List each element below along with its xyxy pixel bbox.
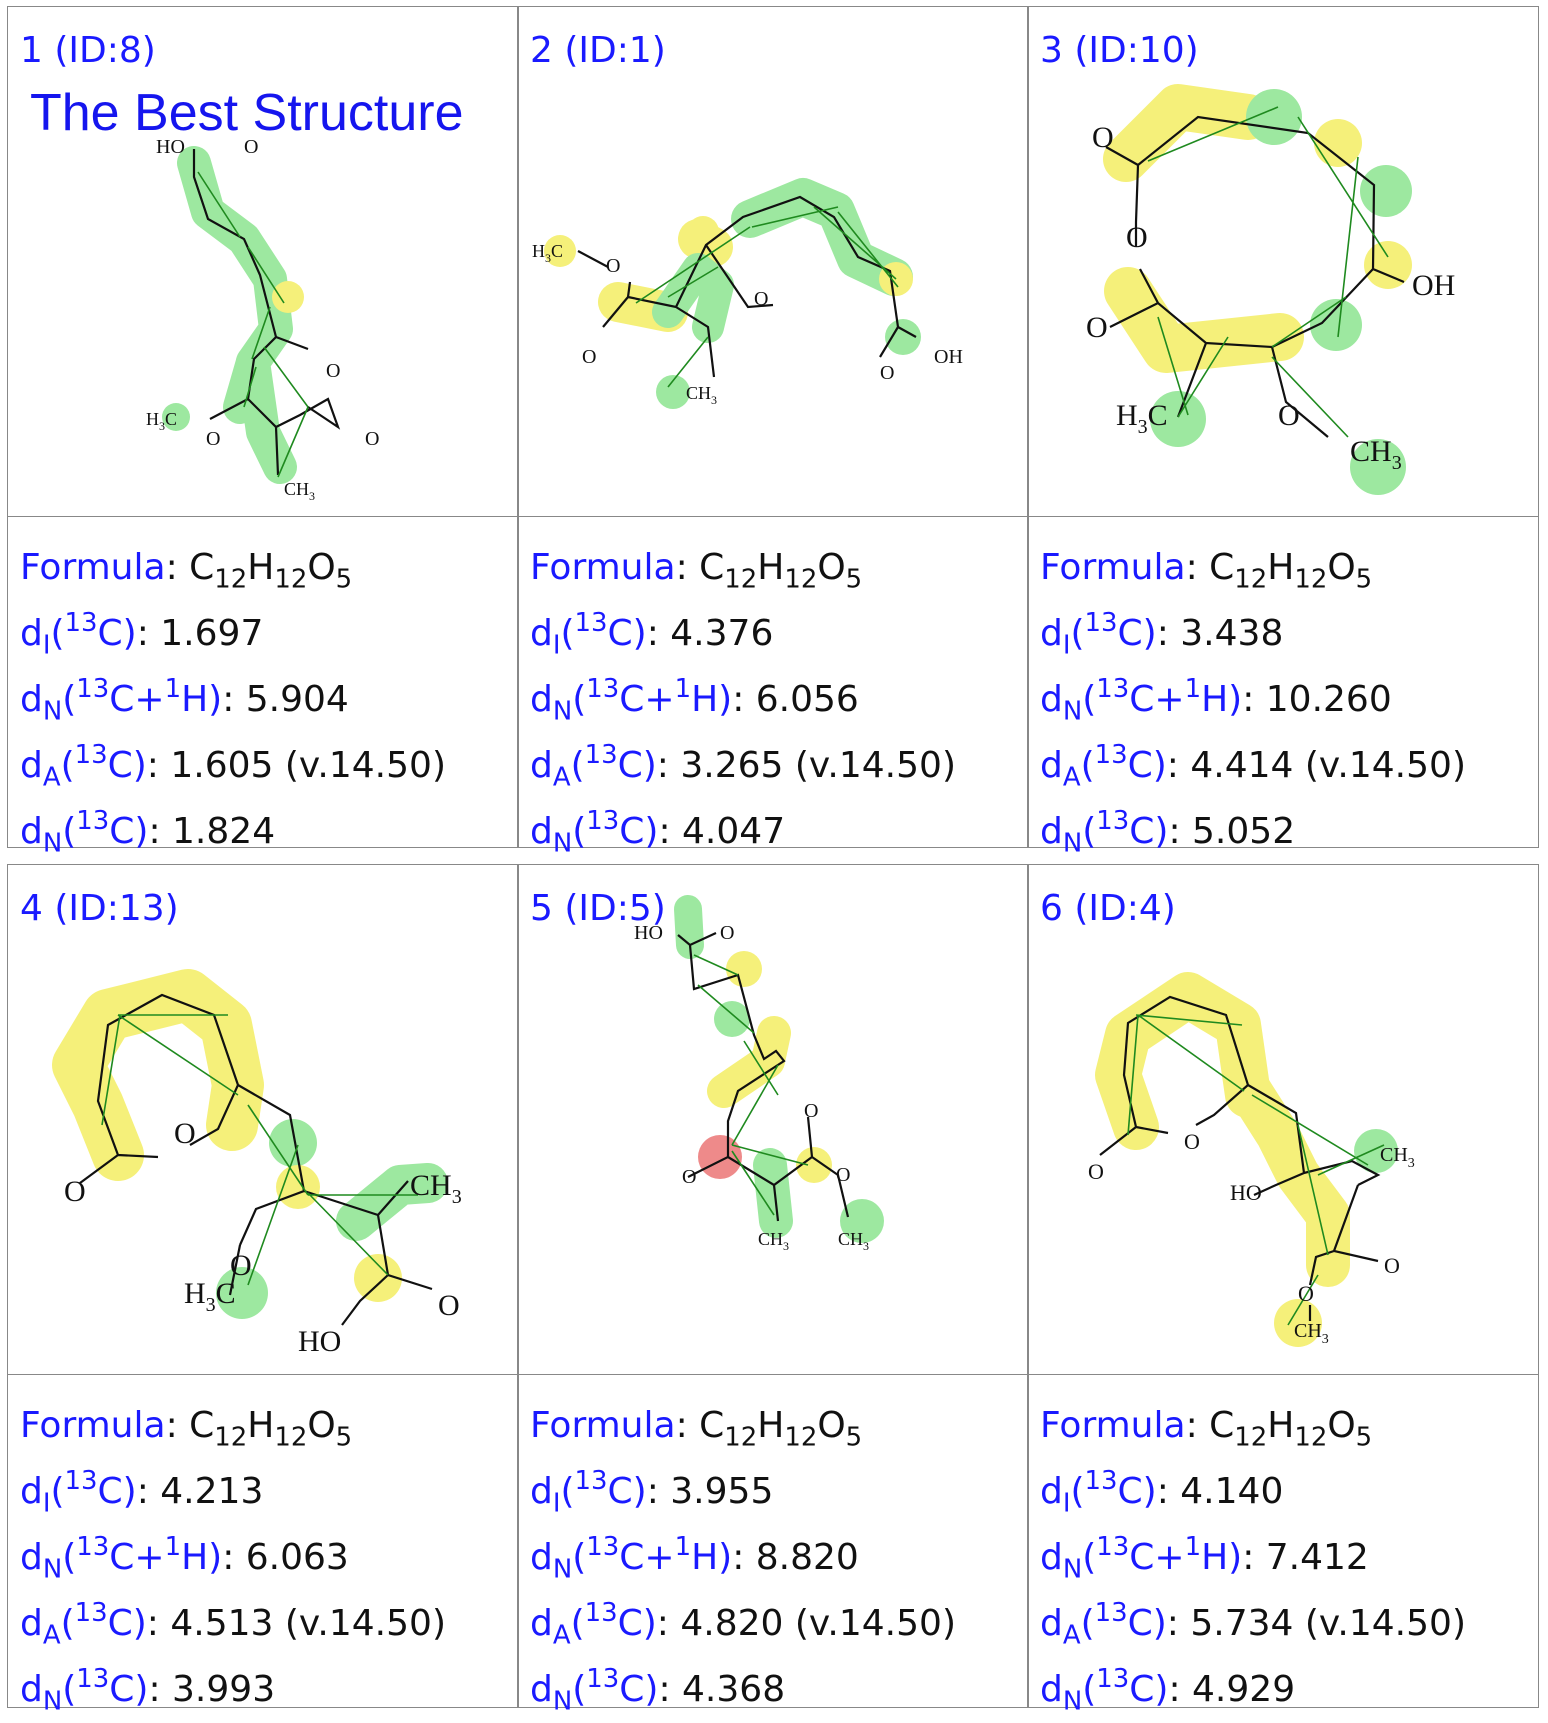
svg-text:O: O bbox=[438, 1289, 460, 1322]
svg-text:O: O bbox=[720, 922, 734, 944]
svg-text:O: O bbox=[804, 1100, 818, 1122]
svg-text:CH3: CH3 bbox=[284, 479, 315, 503]
structure-drawing-area: 2 (ID:1) bbox=[518, 7, 1028, 517]
svg-text:O: O bbox=[682, 1166, 696, 1188]
svg-text:O: O bbox=[754, 288, 768, 310]
results-row-top: 1 (ID:8) The Best Structure HO bbox=[7, 6, 1539, 856]
dN-13C-row: dN(13C): 3.993 bbox=[20, 1663, 276, 1717]
svg-text:HO: HO bbox=[1230, 1180, 1262, 1205]
svg-text:H3C: H3C bbox=[184, 1277, 236, 1316]
dI-row: dI(13C): 4.376 bbox=[530, 607, 774, 661]
structure-label: 6 (ID:4) bbox=[1040, 888, 1176, 929]
svg-text:O: O bbox=[230, 1249, 252, 1282]
metrics-list: Formula: C12H12O5 dI(13C): 3.438 dN(13C+… bbox=[1040, 535, 1538, 865]
structure-label: 4 (ID:13) bbox=[20, 888, 179, 929]
structure-drawing-area: 1 (ID:8) The Best Structure HO bbox=[8, 7, 518, 517]
dN-13C-row: dN(13C): 4.368 bbox=[530, 1663, 786, 1717]
svg-text:O: O bbox=[1088, 1159, 1104, 1184]
molecule-drawing: HO O O O O H3C CH3 bbox=[146, 136, 379, 503]
dI-row: dI(13C): 1.697 bbox=[20, 607, 264, 661]
dI-row: dI(13C): 3.955 bbox=[530, 1465, 774, 1519]
svg-text:O: O bbox=[880, 362, 894, 384]
dN-13C-1H-row: dN(13C+1H): 10.260 bbox=[1040, 673, 1392, 727]
structure-drawing-area: 3 (ID:10) bbox=[1028, 7, 1538, 517]
svg-text:O: O bbox=[174, 1117, 196, 1150]
svg-text:O: O bbox=[1086, 311, 1108, 344]
svg-text:HO: HO bbox=[634, 922, 663, 944]
svg-text:O: O bbox=[64, 1175, 86, 1208]
structure-panel-2: 2 (ID:1) bbox=[517, 6, 1029, 856]
dA-row: dA(13C): 4.820 (v.14.50) bbox=[530, 1597, 956, 1651]
dN-13C-row: dN(13C): 4.929 bbox=[1040, 1663, 1296, 1717]
svg-text:O: O bbox=[1184, 1129, 1200, 1154]
metrics-list: Formula: C12H12O5 dI(13C): 3.955 dN(13C+… bbox=[530, 1393, 1028, 1723]
metrics-list: Formula: C12H12O5 dI(13C): 4.140 dN(13C+… bbox=[1040, 1393, 1538, 1723]
svg-text:O: O bbox=[1384, 1253, 1400, 1278]
structure-panel-1: 1 (ID:8) The Best Structure HO bbox=[7, 6, 519, 856]
best-structure-label: The Best Structure bbox=[30, 84, 464, 142]
structure-drawing-area: 4 (ID:13) O O bbox=[8, 865, 518, 1375]
dN-13C-1H-row: dN(13C+1H): 6.063 bbox=[20, 1531, 349, 1585]
structure-panel-5: 5 (ID:5) H bbox=[517, 864, 1029, 1714]
svg-text:O: O bbox=[1126, 221, 1148, 254]
svg-text:O: O bbox=[836, 1164, 850, 1186]
svg-text:O: O bbox=[1092, 121, 1114, 154]
formula-row: Formula: C12H12O5 bbox=[1040, 1405, 1373, 1453]
metrics-list: Formula: C12H12O5 dI(13C): 4.376 dN(13C+… bbox=[530, 535, 1028, 865]
svg-text:O: O bbox=[606, 255, 620, 277]
formula-row: Formula: C12H12O5 bbox=[20, 1405, 353, 1453]
svg-text:O: O bbox=[1278, 399, 1300, 432]
dA-row: dA(13C): 1.605 (v.14.50) bbox=[20, 739, 446, 793]
structure-panel-4: 4 (ID:13) O O bbox=[7, 864, 519, 1714]
dA-row: dA(13C): 5.734 (v.14.50) bbox=[1040, 1597, 1466, 1651]
atom-label: O bbox=[326, 360, 340, 382]
atom-label: O bbox=[365, 428, 379, 450]
dN-13C-row: dN(13C): 1.824 bbox=[20, 805, 276, 859]
dI-row: dI(13C): 3.438 bbox=[1040, 607, 1284, 661]
molecule-drawing: HO O O O O CH3 CH3 bbox=[634, 895, 884, 1253]
svg-text:OH: OH bbox=[934, 346, 963, 368]
dN-13C-1H-row: dN(13C+1H): 6.056 bbox=[530, 673, 859, 727]
structure-label: 5 (ID:5) bbox=[530, 888, 666, 929]
atom-label: HO bbox=[156, 136, 185, 158]
dI-row: dI(13C): 4.140 bbox=[1040, 1465, 1284, 1519]
structure-label: 3 (ID:10) bbox=[1040, 30, 1199, 71]
formula-row: Formula: C12H12O5 bbox=[1040, 547, 1373, 595]
dN-13C-1H-row: dN(13C+1H): 7.412 bbox=[1040, 1531, 1369, 1585]
dN-13C-1H-row: dN(13C+1H): 5.904 bbox=[20, 673, 349, 727]
dN-13C-row: dN(13C): 4.047 bbox=[530, 805, 786, 859]
structure-panel-3: 3 (ID:10) bbox=[1027, 6, 1539, 856]
molecule-drawing: H3C O O O O OH CH3 bbox=[532, 178, 963, 409]
results-row-bottom: 4 (ID:13) O O bbox=[7, 864, 1539, 1714]
dI-row: dI(13C): 4.213 bbox=[20, 1465, 264, 1519]
metrics-list: Formula: C12H12O5 dI(13C): 4.213 dN(13C+… bbox=[20, 1393, 518, 1723]
atom-label: O bbox=[206, 428, 220, 450]
dA-row: dA(13C): 4.414 (v.14.50) bbox=[1040, 739, 1466, 793]
molecule-drawing: O O O CH3 H3C O HO bbox=[52, 969, 462, 1358]
structure-label: 1 (ID:8) bbox=[20, 30, 156, 71]
svg-text:HO: HO bbox=[298, 1325, 341, 1358]
dA-row: dA(13C): 4.513 (v.14.50) bbox=[20, 1597, 446, 1651]
structure-drawing-area: 5 (ID:5) H bbox=[518, 865, 1028, 1375]
svg-text:OH: OH bbox=[1412, 269, 1455, 302]
metrics-list: Formula: C12H12O5 dI(13C): 1.697 dN(13C+… bbox=[20, 535, 518, 865]
dN-13C-1H-row: dN(13C+1H): 8.820 bbox=[530, 1531, 859, 1585]
dN-13C-row: dN(13C): 5.052 bbox=[1040, 805, 1296, 859]
structure-label: 2 (ID:1) bbox=[530, 30, 666, 71]
svg-text:O: O bbox=[1298, 1281, 1314, 1306]
structure-drawing-area: 6 (ID:4) O O HO CH3 bbox=[1028, 865, 1538, 1375]
structure-panel-6: 6 (ID:4) O O HO CH3 bbox=[1027, 864, 1539, 1714]
formula-row: Formula: C12H12O5 bbox=[530, 547, 863, 595]
formula-row: Formula: C12H12O5 bbox=[530, 1405, 863, 1453]
dA-row: dA(13C): 3.265 (v.14.50) bbox=[530, 739, 956, 793]
atom-label: O bbox=[244, 136, 258, 158]
molecule-drawing: O O HO CH3 O O CH3 bbox=[1088, 972, 1415, 1347]
svg-text:O: O bbox=[582, 346, 596, 368]
svg-text:CH3: CH3 bbox=[686, 383, 717, 407]
formula-row: Formula: C12H12O5 bbox=[20, 547, 353, 595]
molecule-drawing: O O O OH O H3C CH3 bbox=[1086, 84, 1455, 495]
